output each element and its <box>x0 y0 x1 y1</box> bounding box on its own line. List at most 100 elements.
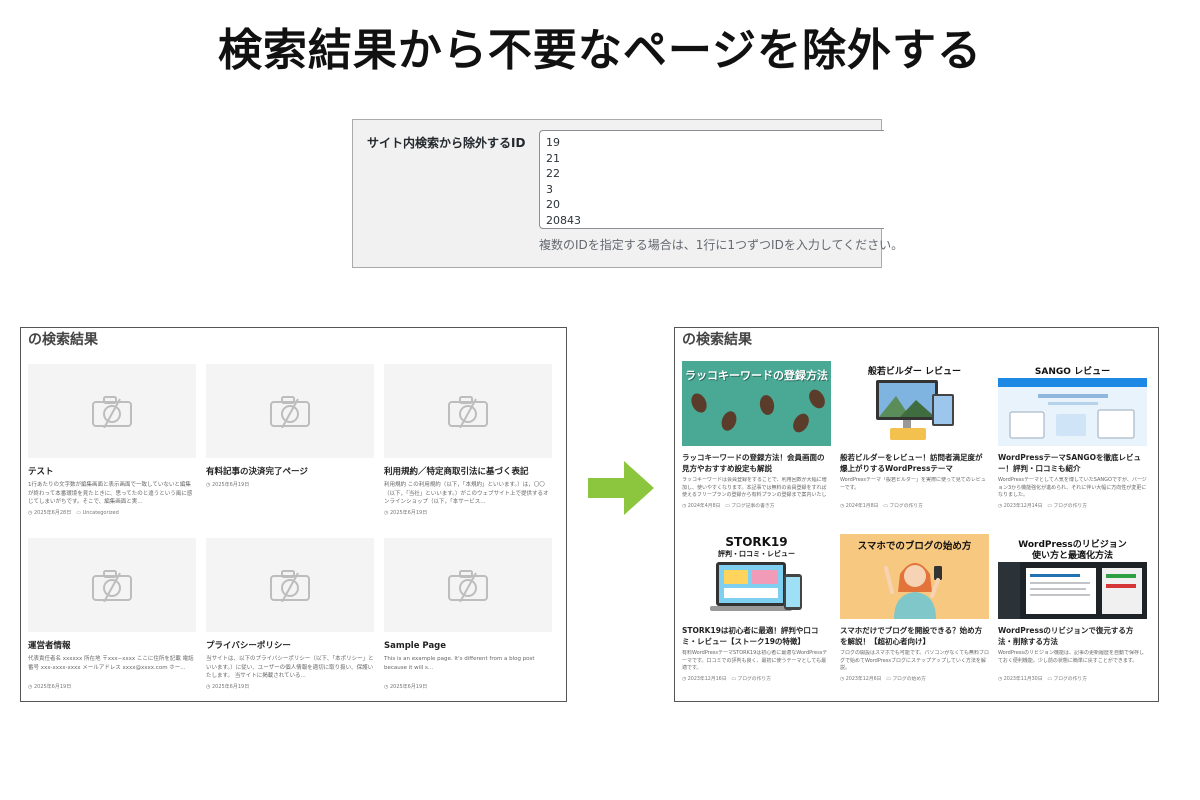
result-excerpt: WordPressのリビジョン機能は、記事の更新履歴を自動で保存しておく便利機能… <box>998 650 1145 664</box>
no-camera-icon <box>270 396 310 428</box>
thumbnail-caption: STORK19 <box>725 535 788 549</box>
result-excerpt: ブログの開設はスマホでも可能です。パソコンがなくても無料ブログで始めてWordP… <box>840 650 989 671</box>
id-line: 22 <box>546 167 560 181</box>
article-thumbnail: WordPressのリビジョン 使い方と最適化方法 <box>998 534 1147 619</box>
result-date: 2025年6月19日 <box>28 684 71 690</box>
result-meta: 2023年12月14日 ブログの作り方 <box>998 502 1147 509</box>
result-excerpt: WordPressテーマとして人気を博していたSANGOですが、バージョン3から… <box>998 477 1147 498</box>
thumbnail-caption: WordPressのリビジョン <box>1018 540 1127 550</box>
result-excerpt: 代表責任者名 xxxxxx 所在地 〒xxx−xxxx ここに住所を記載 電話番… <box>28 656 194 671</box>
result-title: WordPressのリビジョンで復元する方法・削除する方法 <box>998 626 1134 646</box>
id-line: 21 <box>546 151 560 165</box>
no-camera-icon <box>448 396 488 428</box>
otter-illustration <box>805 386 829 412</box>
result-meta: 2023年12月6日 ブログの始め方 <box>840 675 989 682</box>
exclude-id-label: サイト内検索から除外するID <box>367 136 526 150</box>
article-thumbnail: スマホでのブログの始め方 <box>840 534 989 619</box>
result-meta: 2025年6月19日 <box>384 509 552 516</box>
exclude-id-textarea[interactable]: 19 21 22 3 20 20843 <box>539 130 884 229</box>
result-date: 2023年12月16日 <box>682 677 727 682</box>
result-title: Sample Page <box>384 641 447 651</box>
result-excerpt: This is an example page. It's different … <box>384 656 535 671</box>
result-card[interactable]: STORK19 評判・口コミ・レビュー STORK19は初心者に最適！評判や口コ… <box>682 534 831 700</box>
id-line: 20 <box>546 198 560 212</box>
page-title: 検索結果から不要なページを除外する <box>217 25 983 76</box>
result-category[interactable]: Uncategorized <box>76 510 119 516</box>
otter-illustration <box>719 409 739 433</box>
no-camera-icon <box>270 570 310 602</box>
otter-illustration <box>688 390 710 416</box>
id-line: 20843 <box>546 213 581 227</box>
result-meta: 2025年6月28日 Uncategorized <box>28 509 196 516</box>
result-card[interactable]: 運営者情報 代表責任者名 xxxxxx 所在地 〒xxx−xxxx ここに住所を… <box>28 538 196 701</box>
result-meta: 2024年4月8日 ブログ記事の書き方 <box>682 502 831 509</box>
result-category[interactable]: ブログ記事の書き方 <box>725 504 774 509</box>
result-title: スマホだけでブログを開設できる？始め方を解説！【超初心者向け】 <box>840 626 983 646</box>
exclude-id-settings: サイト内検索から除外するID 19 21 22 3 20 20843 複数のID… <box>352 119 903 268</box>
result-excerpt: 有料WordPressテーマSTORK19は初心者に最適なWordPressテー… <box>682 650 828 671</box>
no-image-thumbnail <box>384 364 552 458</box>
result-card[interactable]: SANGO レビュー WordPressテーマSANGOを徹底レビュー！評判・口… <box>998 361 1147 527</box>
result-card[interactable]: プライバシーポリシー 当サイトは、以下のプライバシーポリシー（以下、「本ポリシー… <box>206 538 374 701</box>
thumbnail-subcaption: 評判・口コミ・レビュー <box>718 550 795 558</box>
result-category[interactable]: ブログの始め方 <box>886 677 926 682</box>
before-search-results-panel: の検索結果 テスト 1行あたりの文字数が編集画面と表示画面で一致していないと編集… <box>20 327 567 702</box>
thumbnail-caption: ラッコキーワードの登録方法 <box>685 369 828 382</box>
result-date: 2024年4月8日 <box>682 504 720 509</box>
result-card[interactable]: 般若ビルダー レビュー 般若ビルダーをレビュー！訪問者満足度が爆上がりするWor… <box>840 361 989 527</box>
result-excerpt: ラッコキーワードは会員登録をすることで、利用回数が大幅に増加し、使いやすくなりま… <box>682 477 827 500</box>
result-date: 2025年6月28日 <box>28 510 71 516</box>
article-thumbnail: SANGO レビュー <box>998 361 1147 446</box>
result-category[interactable]: ブログの作り方 <box>731 677 771 682</box>
devices-illustration <box>710 562 802 611</box>
otter-illustration <box>789 410 813 436</box>
no-image-thumbnail <box>206 364 374 458</box>
result-excerpt: 当サイトは、以下のプライバシーポリシー（以下、「本ポリシー」といいます。）に従い… <box>206 656 374 679</box>
before-results-grid: テスト 1行あたりの文字数が編集画面と表示画面で一致していないと編集が終わって本… <box>28 364 552 701</box>
after-search-results-panel: の検索結果 ラッコキーワードの登録方法 ラッコキーワードの登録方法！会員画面の見… <box>674 327 1159 702</box>
search-results-heading: の検索結果 <box>682 332 752 348</box>
woman-with-phone-illustration <box>884 563 942 619</box>
result-card[interactable]: WordPressのリビジョン 使い方と最適化方法 WordPressのリビジョ… <box>998 534 1147 700</box>
result-excerpt: 利用規約 この利用規約（以下，「本規約」といいます。）は，〇〇（以下，「当社」と… <box>384 482 549 505</box>
result-date: 2023年11月30日 <box>998 677 1043 682</box>
result-meta: 2023年12月16日 ブログの作り方 <box>682 675 831 682</box>
search-results-heading: の検索結果 <box>28 332 98 348</box>
result-card[interactable]: 利用規約／特定商取引法に基づく表記 利用規約 この利用規約（以下，「本規約」とい… <box>384 364 552 530</box>
result-date: 2025年6月19日 <box>206 482 249 488</box>
id-line: 19 <box>546 136 560 149</box>
result-title: テスト <box>28 467 54 477</box>
result-excerpt: WordPressテーマ「般若ビルダー」を実際に使って見てのレビューです。 <box>840 477 986 491</box>
thumbnail-caption: 般若ビルダー レビュー <box>867 367 962 377</box>
result-category[interactable]: ブログの作り方 <box>883 504 923 509</box>
no-image-thumbnail <box>28 538 196 632</box>
otter-illustration <box>758 393 776 417</box>
result-category[interactable]: ブログの作り方 <box>1047 677 1087 682</box>
result-meta: 2025年6月19日 <box>28 683 196 690</box>
result-card[interactable]: Sample Page This is an example page. It'… <box>384 538 552 701</box>
id-line: 3 <box>546 182 553 196</box>
monitor-illustration <box>876 380 954 440</box>
result-title: 有料記事の決済完了ページ <box>206 467 308 477</box>
result-title: 利用規約／特定商取引法に基づく表記 <box>384 467 529 477</box>
exclude-id-help-text: 複数のIDを指定する場合は、1行に1つずつIDを入力してください。 <box>539 238 904 252</box>
result-category[interactable]: ブログの作り方 <box>1047 504 1087 509</box>
after-results-grid: ラッコキーワードの登録方法 ラッコキーワードの登録方法！会員画面の見方やおすすめ… <box>682 361 1147 700</box>
result-card[interactable]: スマホでのブログの始め方 スマホだけでブログを開設できる？始め方を解説！【超初心… <box>840 534 989 700</box>
result-meta: 2024年1月8日 ブログの作り方 <box>840 502 989 509</box>
arrow-right-icon <box>588 461 654 515</box>
result-excerpt: 1行あたりの文字数が編集画面と表示画面で一致していないと編集が終わって本番環境を… <box>28 482 193 505</box>
no-image-thumbnail <box>28 364 196 458</box>
result-date: 2023年12月6日 <box>840 677 881 682</box>
result-title: 運営者情報 <box>28 641 71 651</box>
no-camera-icon <box>92 570 132 602</box>
result-title: プライバシーポリシー <box>206 641 291 651</box>
result-card[interactable]: ラッコキーワードの登録方法 ラッコキーワードの登録方法！会員画面の見方やおすすめ… <box>682 361 831 527</box>
thumbnail-caption: SANGO レビュー <box>1034 367 1111 377</box>
result-title: ラッコキーワードの登録方法！会員画面の見方やおすすめ設定も解説 <box>682 453 825 473</box>
result-date: 2025年6月19日 <box>384 684 427 690</box>
result-date: 2024年1月8日 <box>840 504 878 509</box>
result-card[interactable]: テスト 1行あたりの文字数が編集画面と表示画面で一致していないと編集が終わって本… <box>28 364 196 530</box>
result-meta: 2025年6月19日 <box>384 683 552 690</box>
result-card[interactable]: 有料記事の決済完了ページ 2025年6月19日 <box>206 364 374 530</box>
